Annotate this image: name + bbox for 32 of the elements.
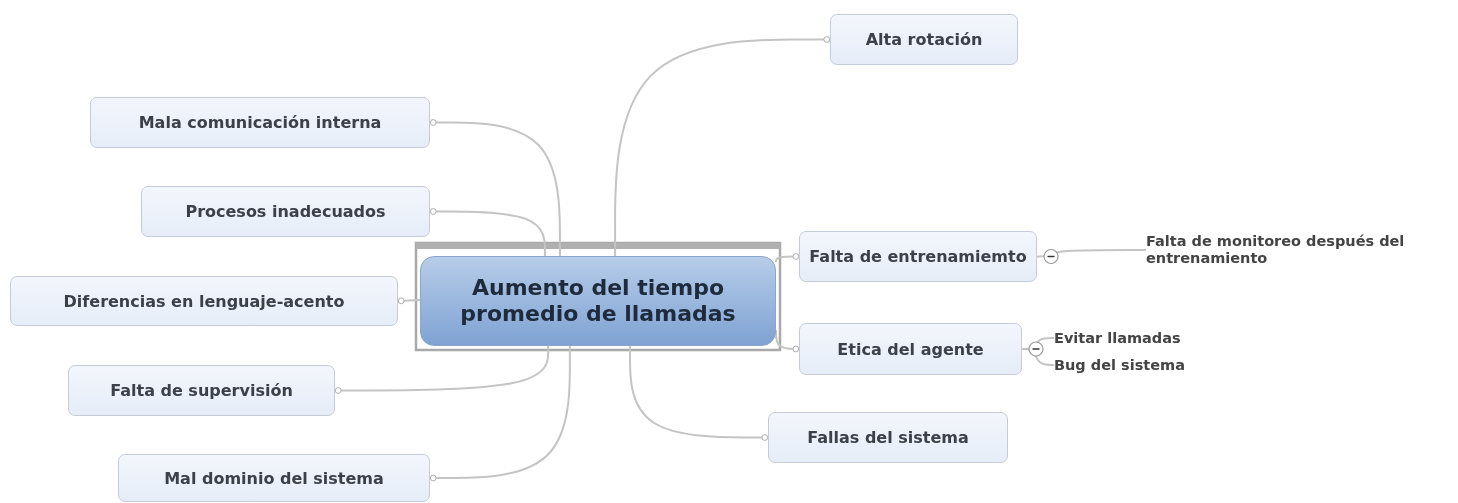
topic-box <box>10 276 398 326</box>
topic-label: Etica del agente <box>837 339 984 359</box>
topic-label: Fallas del sistema <box>807 428 969 447</box>
topic-box <box>118 454 430 502</box>
connector <box>397 297 421 305</box>
connector <box>334 345 550 394</box>
central-topic-box <box>420 256 776 346</box>
connector <box>775 253 800 264</box>
topic-box <box>141 186 430 237</box>
subtopic-text: Bug del sistema <box>1054 356 1185 374</box>
topic-label: Falta de entrenamiemto <box>809 247 1027 266</box>
topic-label: Mal dominio del sistema <box>164 468 384 488</box>
topic-label: Alta rotación <box>865 30 983 49</box>
connector <box>629 345 769 441</box>
topic-label: Falta de supervisión <box>110 381 293 400</box>
connector <box>429 119 561 257</box>
topic-box <box>799 231 1037 282</box>
topic-box <box>799 323 1022 375</box>
connector <box>429 208 546 257</box>
topic-label: Procesos inadecuados <box>185 202 386 221</box>
connector <box>614 36 831 257</box>
connector <box>429 345 571 482</box>
connector <box>1036 249 1147 258</box>
topic-box <box>768 412 1008 463</box>
topic-label: Aumento del tiempo promedio de llamadas <box>459 274 737 328</box>
topic-box <box>68 365 335 416</box>
subtopic-text: Evitar llamadas <box>1054 329 1181 347</box>
topic-label: Mala comunicación interna <box>138 113 382 132</box>
subtopic-text: Falta de monitoreo después del entrenamiento <box>1146 233 1406 267</box>
topic-box <box>830 14 1018 65</box>
topic-box <box>90 97 430 148</box>
topic-label: Diferencias en lenguaje-acento <box>63 291 345 311</box>
